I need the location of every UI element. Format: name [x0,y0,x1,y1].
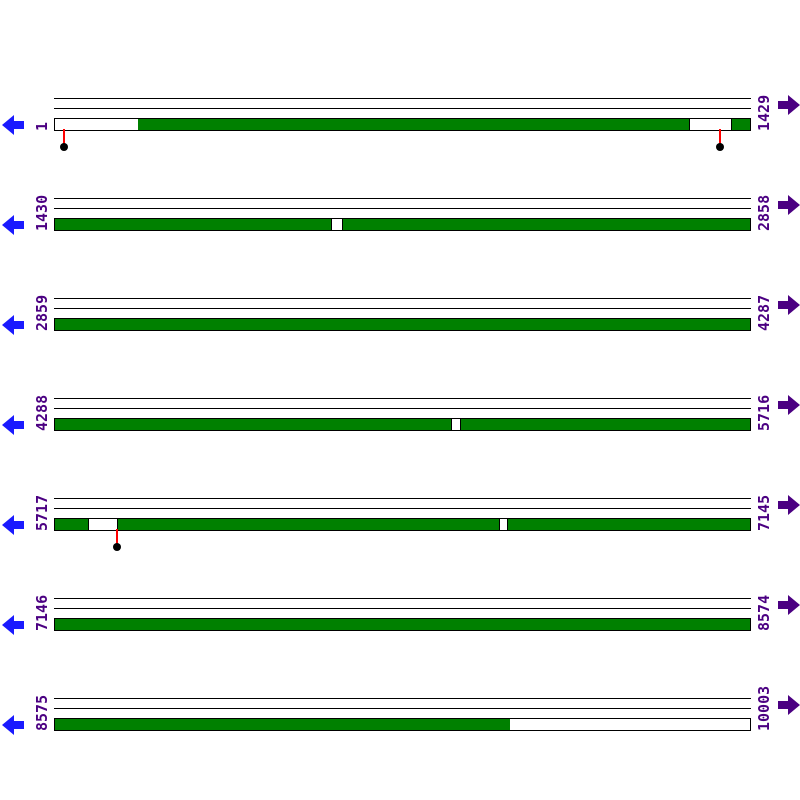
coverage-segment [138,119,689,130]
sequence-bar [54,418,751,431]
marker-pin-line [719,129,721,145]
track-line-upper [54,398,751,399]
track-line-upper [54,598,751,599]
scroll-right-arrow-icon[interactable] [778,495,800,515]
scroll-left-arrow-icon[interactable] [2,115,24,135]
coverage-gap [689,118,732,131]
coverage-gap [331,218,343,231]
coverage-segment [508,519,750,530]
track-line-lower [54,208,751,209]
sequence-bar [54,118,751,131]
scroll-right-arrow-icon[interactable] [778,195,800,215]
scroll-left-arrow-icon[interactable] [2,715,24,735]
sequence-row: 2859 4287 [0,200,800,335]
scroll-right-arrow-icon[interactable] [778,295,800,315]
sequence-bar [54,218,751,231]
sequence-row: 4288 5716 [0,300,800,435]
sequence-row: 7146 8574 [0,500,800,635]
sequence-row: 1430 2858 [0,100,800,235]
track-line-lower [54,708,751,709]
coverage-segment [55,219,331,230]
sequence-row: 5717 7145 [0,400,800,551]
marker-pin-dot[interactable] [60,143,68,151]
scroll-right-arrow-icon[interactable] [778,95,800,115]
scroll-left-arrow-icon[interactable] [2,615,24,635]
track-line-upper [54,698,751,699]
coverage-segment [118,519,499,530]
marker-pin-dot[interactable] [113,543,121,551]
coverage-gap [451,418,461,431]
row-end-position: 10003 [755,685,773,731]
track-line-upper [54,198,751,199]
coverage-segment [55,319,750,330]
sequence-bar [54,718,751,731]
sequence-bar [54,618,751,631]
scroll-left-arrow-icon[interactable] [2,415,24,435]
track-line-upper [54,98,751,99]
row-start-position: 8575 [33,694,51,731]
coverage-segment [55,719,510,730]
coverage-gap [88,518,118,531]
scroll-left-arrow-icon[interactable] [2,515,24,535]
track-line-lower [54,308,751,309]
scroll-right-arrow-icon[interactable] [778,395,800,415]
marker-pin-line [63,129,65,145]
coverage-segment [343,219,750,230]
track-line-lower [54,508,751,509]
marker-pin-dot[interactable] [716,143,724,151]
marker-pin-line [116,529,118,545]
sequence-row: 1 1429 [0,0,800,151]
track-line-lower [54,108,751,109]
coverage-segment [55,619,750,630]
sequence-row: 8575 10003 [0,600,800,735]
scroll-right-arrow-icon[interactable] [778,595,800,615]
track-line-upper [54,498,751,499]
track-line-lower [54,408,751,409]
sequence-bar [54,518,751,531]
scroll-right-arrow-icon[interactable] [778,695,800,715]
scroll-left-arrow-icon[interactable] [2,215,24,235]
coverage-segment [55,419,451,430]
coverage-gap [499,518,508,531]
coverage-segment [732,119,750,130]
coverage-segment [461,419,750,430]
track-line-lower [54,608,751,609]
sequence-bar [54,318,751,331]
track-line-upper [54,298,751,299]
scroll-left-arrow-icon[interactable] [2,315,24,335]
coverage-segment [55,519,88,530]
